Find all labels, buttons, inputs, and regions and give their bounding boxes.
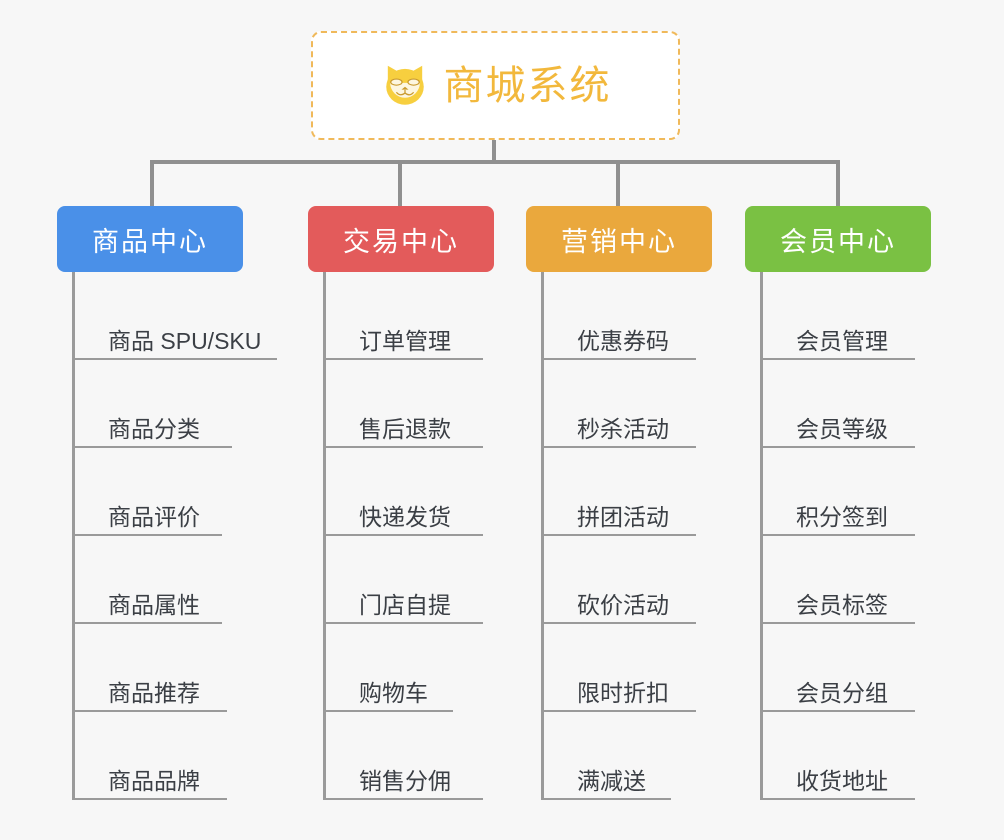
root-node-shopping-mall-system[interactable]: 商城系统 — [311, 31, 680, 140]
column-rail — [541, 272, 544, 800]
leaf-node[interactable]: 秒杀活动 — [541, 360, 696, 448]
leaf-node-label: 门店自提 — [359, 591, 451, 618]
leaf-node-label: 会员标签 — [796, 591, 888, 618]
leaf-node[interactable]: 收货地址 — [760, 712, 915, 800]
category-header-2[interactable]: 营销中心 — [526, 206, 712, 272]
category-header-label: 会员中心 — [780, 226, 896, 257]
leaf-node[interactable]: 满减送 — [541, 712, 671, 800]
leaf-node-label: 优惠券码 — [577, 327, 669, 354]
leaf-node[interactable]: 商品品牌 — [72, 712, 227, 800]
leaf-node[interactable]: 限时折扣 — [541, 624, 696, 712]
leaf-node[interactable]: 积分签到 — [760, 448, 915, 536]
leaf-node[interactable]: 商品分类 — [72, 360, 232, 448]
category-header-0[interactable]: 商品中心 — [57, 206, 243, 272]
leaf-node[interactable]: 会员分组 — [760, 624, 915, 712]
leaf-node[interactable]: 会员管理 — [760, 272, 915, 360]
leaf-node-label: 拼团活动 — [577, 503, 669, 530]
root-node-title: 商城系统 — [443, 63, 612, 108]
category-header-3[interactable]: 会员中心 — [745, 206, 931, 272]
leaf-node-label: 商品品牌 — [108, 767, 200, 794]
leaf-node[interactable]: 商品评价 — [72, 448, 222, 536]
leaf-node[interactable]: 优惠券码 — [541, 272, 696, 360]
column-rail — [760, 272, 763, 800]
category-header-1[interactable]: 交易中心 — [308, 206, 494, 272]
leaf-node-label: 订单管理 — [359, 327, 451, 354]
leaf-node-label: 商品属性 — [108, 591, 200, 618]
leaf-node-label: 积分签到 — [796, 503, 888, 530]
leaf-node[interactable]: 订单管理 — [323, 272, 483, 360]
connector-drop-3 — [616, 160, 620, 206]
leaf-node[interactable]: 拼团活动 — [541, 448, 696, 536]
connector-drop-4 — [836, 160, 840, 206]
leaf-node[interactable]: 商品 SPU/SKU — [72, 272, 277, 360]
leaf-node-label: 快递发货 — [359, 503, 451, 530]
leaf-node[interactable]: 商品推荐 — [72, 624, 227, 712]
connector-bus — [150, 160, 840, 164]
leaf-node[interactable]: 会员等级 — [760, 360, 915, 448]
leaf-node-label: 商品分类 — [108, 415, 200, 442]
column-rail — [72, 272, 75, 800]
leaf-node-label: 砍价活动 — [577, 591, 669, 618]
leaf-node-label: 商品评价 — [108, 503, 200, 530]
connector-drop-2 — [398, 160, 402, 206]
leaf-node-label: 售后退款 — [359, 415, 451, 442]
category-header-label: 商品中心 — [92, 226, 208, 257]
leaf-node-label: 销售分佣 — [359, 767, 451, 794]
dog-face-icon — [385, 65, 424, 105]
leaf-node-label: 购物车 — [359, 679, 428, 706]
leaf-node[interactable]: 售后退款 — [323, 360, 483, 448]
leaf-node-label: 限时折扣 — [577, 679, 669, 706]
category-header-label: 交易中心 — [343, 226, 459, 257]
leaf-node-label: 会员分组 — [796, 679, 888, 706]
leaf-node[interactable]: 购物车 — [323, 624, 453, 712]
leaf-node[interactable]: 销售分佣 — [323, 712, 483, 800]
leaf-node-label: 收货地址 — [796, 767, 888, 794]
leaf-node-label: 秒杀活动 — [577, 415, 669, 442]
leaf-node[interactable]: 快递发货 — [323, 448, 483, 536]
leaf-node-label: 商品 SPU/SKU — [108, 327, 262, 354]
leaf-node[interactable]: 砍价活动 — [541, 536, 696, 624]
leaf-node-label: 会员管理 — [796, 327, 888, 354]
leaf-node-label: 会员等级 — [796, 415, 888, 442]
category-header-label: 营销中心 — [561, 226, 677, 257]
leaf-node-label: 满减送 — [577, 767, 646, 794]
connector-stem — [492, 140, 496, 164]
leaf-node-label: 商品推荐 — [108, 679, 200, 706]
connector-drop-1 — [150, 160, 154, 206]
leaf-node[interactable]: 商品属性 — [72, 536, 222, 624]
column-rail — [323, 272, 326, 800]
leaf-node[interactable]: 会员标签 — [760, 536, 915, 624]
leaf-node[interactable]: 门店自提 — [323, 536, 483, 624]
